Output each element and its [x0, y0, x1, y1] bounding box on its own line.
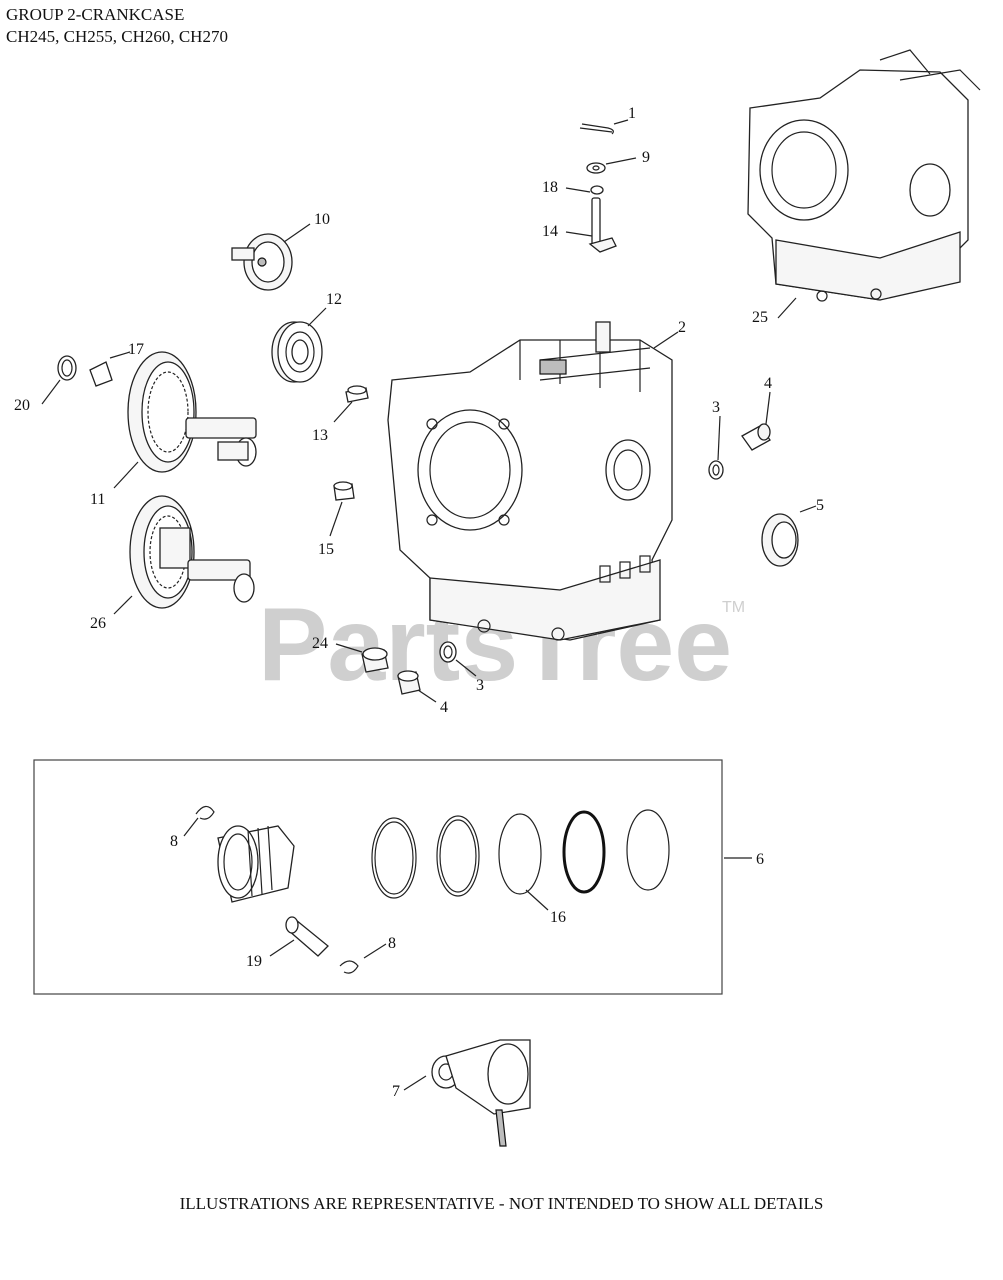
callout-5: 5: [816, 497, 824, 514]
part-1-pin[interactable]: [579, 123, 614, 135]
group-title: GROUP 2-CRANKCASE: [6, 5, 185, 24]
callout-15: 15: [318, 541, 334, 558]
callout-20: 20: [14, 397, 30, 414]
piston[interactable]: [217, 825, 295, 903]
callout-14: 14: [542, 223, 558, 240]
callout-25: 25: [752, 309, 768, 326]
callout-13: 13: [312, 427, 328, 444]
part-10-governor-gear[interactable]: [231, 233, 293, 291]
part-20-washer[interactable]: [57, 355, 77, 381]
part-3-washer-right[interactable]: [708, 460, 724, 480]
callout-7: 7: [392, 1083, 400, 1100]
piston-rings[interactable]: [371, 809, 670, 899]
callout-4-right: 4: [764, 375, 772, 392]
callout-19: 19: [246, 953, 262, 970]
model-list: CH245, CH255, CH260, CH270: [6, 27, 228, 46]
callout-17: 17: [128, 341, 144, 358]
callout-3-lower: 3: [476, 677, 484, 694]
leader-lines: [41, 119, 817, 1091]
part-7-connecting-rod[interactable]: [431, 1039, 531, 1147]
part-8-retainer-lower[interactable]: [339, 960, 359, 974]
callout-labels: 1 9 18 14 10 12 2 25 17 20 11 13 3 4 5 1…: [14, 105, 824, 1100]
disclaimer-note: ILLUSTRATIONS ARE REPRESENTATIVE - NOT I…: [179, 1194, 824, 1213]
callout-8-lower: 8: [388, 935, 396, 952]
callout-8-upper: 8: [170, 833, 178, 850]
part-15-dowel[interactable]: [333, 481, 355, 501]
part-2-crankcase[interactable]: [387, 321, 673, 641]
part-9-washer[interactable]: [586, 162, 606, 174]
piston-kit-box: [33, 759, 723, 995]
callout-3-right: 3: [712, 399, 720, 416]
callout-10: 10: [314, 211, 330, 228]
diagram-header: GROUP 2-CRANKCASE CH245, CH255, CH260, C…: [6, 4, 228, 48]
part-14-shaft[interactable]: [588, 197, 617, 253]
callout-16: 16: [550, 909, 566, 926]
part-25-crankcase-assembly[interactable]: [747, 49, 981, 302]
part-5-oil-seal[interactable]: [761, 513, 799, 567]
callout-11: 11: [90, 491, 105, 508]
part-26-camshaft[interactable]: [129, 495, 255, 609]
callout-9: 9: [642, 149, 650, 166]
callout-6: 6: [756, 851, 764, 868]
watermark-tm: TM: [722, 599, 745, 616]
callout-24: 24: [312, 635, 328, 652]
callout-12: 12: [326, 291, 342, 308]
part-13-dowel[interactable]: [345, 385, 369, 403]
part-24-plug[interactable]: [361, 647, 389, 673]
callout-26: 26: [90, 615, 106, 632]
part-3-washer-lower[interactable]: [439, 641, 457, 663]
part-19-wrist-pin[interactable]: [285, 916, 329, 957]
part-8-retainer-upper[interactable]: [195, 805, 215, 820]
part-11-camshaft[interactable]: [127, 351, 257, 473]
part-4-plug-lower[interactable]: [397, 670, 421, 695]
part-4-plug-right[interactable]: [741, 423, 771, 451]
part-18-washer[interactable]: [590, 185, 604, 195]
callout-4-lower: 4: [440, 699, 448, 716]
callout-1: 1: [628, 105, 636, 122]
callout-18: 18: [542, 179, 558, 196]
part-17-gasket[interactable]: [89, 361, 113, 387]
callout-2: 2: [678, 319, 686, 336]
part-12-bearing[interactable]: [271, 321, 323, 383]
